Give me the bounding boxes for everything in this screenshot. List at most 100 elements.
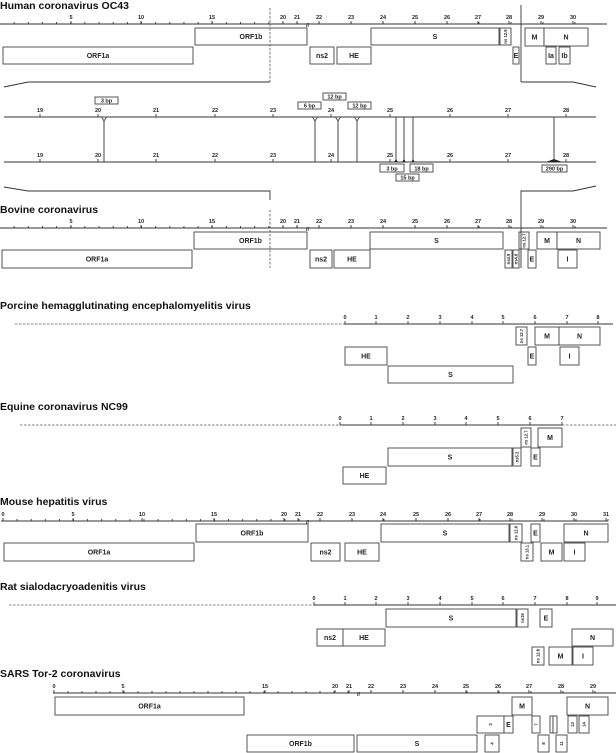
gene-label: E xyxy=(530,257,535,264)
gene-box: S xyxy=(387,447,513,467)
gene-label: ns2 xyxy=(324,635,336,642)
gene-box xyxy=(549,715,554,734)
tick-label: 5 xyxy=(69,15,72,21)
gene-rect xyxy=(520,427,532,448)
gene-box: 13 xyxy=(567,715,578,734)
gene-label: M xyxy=(544,238,550,245)
gene-box: ORF1a xyxy=(54,696,245,716)
gene-box: M xyxy=(511,696,533,716)
indel-size-box xyxy=(379,163,405,173)
gene-label: N xyxy=(590,635,595,642)
gene-box: ns 13.1 xyxy=(520,542,534,562)
gene-rect xyxy=(558,46,571,65)
gene-label: ns2 xyxy=(319,550,331,557)
gene-box: M xyxy=(548,646,573,666)
gene-rect xyxy=(484,734,500,753)
tick-label: 5 xyxy=(470,596,473,602)
gene-box: ns4.9 xyxy=(504,249,513,269)
gene-label: E xyxy=(533,531,538,538)
tick-label: 8 xyxy=(565,596,568,602)
gene-label: ns5.3 xyxy=(515,451,520,462)
zoom-connector xyxy=(3,81,270,88)
indel-size-label: 3 bp xyxy=(386,166,398,172)
tick-label: 6 xyxy=(501,596,504,602)
gene-box: ORF1b xyxy=(194,27,308,46)
insertion-marker-icon xyxy=(311,116,319,122)
tick-label: 31 xyxy=(603,512,609,518)
gene-rect xyxy=(557,249,578,269)
gene-box: M xyxy=(524,27,545,47)
gene-box: 3 xyxy=(476,715,505,734)
tick-label: 25 xyxy=(387,153,393,159)
indel-size-box xyxy=(395,173,420,182)
tick-label: 19 xyxy=(37,153,43,159)
gene-label: 14 xyxy=(582,722,587,727)
track-title: SARS Tor-2 coronavirus xyxy=(0,668,121,680)
gene-label: E xyxy=(530,354,535,361)
gene-label: ORF1a xyxy=(86,257,109,264)
gene-label: HE xyxy=(360,473,370,480)
tick-label: 27 xyxy=(475,219,481,225)
gene-label: M xyxy=(547,435,553,442)
gene-box: ns 12.9 xyxy=(499,27,512,46)
tick-label: 25 xyxy=(413,512,419,518)
gene-box: ns2 xyxy=(310,542,341,562)
gene-box: N xyxy=(558,326,601,346)
gene-rect xyxy=(537,427,563,448)
gene-rect xyxy=(3,542,195,562)
gene-rect xyxy=(342,466,387,485)
indel-size-box xyxy=(347,101,372,110)
gene-rect xyxy=(356,734,478,753)
gene-label: ORF1b xyxy=(241,531,264,538)
gene-label: ns2 xyxy=(315,257,327,264)
tick-label: 25 xyxy=(412,219,418,225)
gene-label: ORF1a xyxy=(88,550,111,557)
tick-label: 15 xyxy=(211,512,217,518)
gene-label: N xyxy=(583,531,588,538)
gene-rect xyxy=(310,542,341,562)
tick-label: 28 xyxy=(506,219,512,225)
tick-label: 2 xyxy=(406,315,409,321)
insertion-marker-icon xyxy=(334,116,342,122)
gene-label: M xyxy=(544,334,550,341)
gene-rect xyxy=(344,346,388,366)
tick-label: 27 xyxy=(476,512,482,518)
tick-label: 3 xyxy=(433,416,436,422)
gene-box: S xyxy=(369,231,504,250)
tick-label: 28 xyxy=(563,108,569,114)
tick-label: 6 xyxy=(533,315,536,321)
gene-label: ns 12.7 xyxy=(524,430,529,445)
gene-rect xyxy=(530,447,541,467)
gene-rect xyxy=(531,646,545,666)
gene-box: S xyxy=(370,27,500,46)
gene-label: ORF1b xyxy=(240,34,263,41)
gene-label: ns 12.6 xyxy=(536,648,541,663)
gene-label: ORF1b xyxy=(289,741,312,748)
gene-box: ORF1b xyxy=(193,231,308,250)
genome-track: Porcine hemagglutinating encephalomyelit… xyxy=(0,300,613,384)
gene-box: ns2 xyxy=(316,628,344,647)
gene-box: ORF1b xyxy=(195,523,309,543)
tick-label: 22 xyxy=(317,512,323,518)
gene-label: S xyxy=(443,531,448,538)
gene-box: ORF1b xyxy=(246,734,355,753)
gene-box: ns 12.6 xyxy=(531,646,545,666)
gene-box: I xyxy=(559,346,580,366)
gene-label: HE xyxy=(359,635,369,642)
gene-label: ns2 xyxy=(316,53,328,60)
gene-box: 4 xyxy=(484,734,500,753)
gene-box: HE xyxy=(344,542,380,562)
tick-label: 28 xyxy=(506,15,512,21)
gene-label: 4 xyxy=(490,742,495,745)
gene-rect xyxy=(540,542,563,562)
gene-box: E xyxy=(530,523,541,543)
gene-label: ns 12.7 xyxy=(522,233,527,248)
tick-label: 8 xyxy=(596,315,599,321)
gene-box: E xyxy=(539,608,553,628)
gene-label: ns 12.6 xyxy=(514,525,519,540)
tick-label: 4 xyxy=(470,315,474,321)
tick-label: 1 xyxy=(374,315,377,321)
tick-label: 26 xyxy=(495,684,501,690)
gene-box: E xyxy=(512,46,520,65)
